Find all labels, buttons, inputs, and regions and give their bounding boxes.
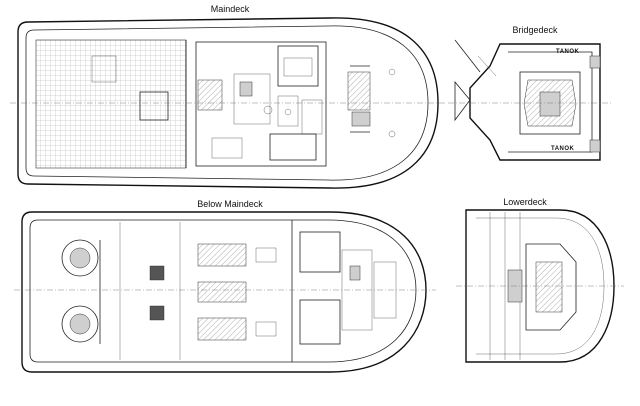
maindeck-winch-aft — [197, 79, 223, 111]
bridgedeck-outline — [469, 43, 601, 161]
maindeck-mess — [277, 45, 319, 87]
thruster-port — [61, 239, 99, 277]
maindeck-deckhouse — [195, 41, 327, 167]
lowerdeck-plan — [456, 209, 624, 363]
bridgedeck-crane — [454, 80, 471, 122]
below-maindeck-plan — [14, 211, 436, 373]
maindeck-hull-outline — [17, 17, 439, 189]
main-engine-starboard — [197, 317, 247, 341]
maindeck-title: Maindeck — [210, 4, 250, 14]
below-maindeck-cabins — [299, 231, 341, 273]
bridgedeck-title: Bridgedeck — [512, 25, 558, 35]
maindeck-locker — [91, 55, 117, 83]
below-maindeck-hull-outline — [21, 211, 427, 373]
maindeck-hatch — [139, 91, 169, 121]
below-maindeck-title: Below Maindeck — [197, 199, 263, 209]
main-engine-port — [197, 243, 247, 267]
maindeck-aft-grating — [35, 39, 187, 169]
thruster-starboard — [61, 305, 99, 343]
bridgedeck-plan — [448, 39, 612, 161]
generator-set — [197, 281, 247, 303]
maindeck-plan — [10, 17, 445, 189]
maindeck-anchor-winch — [347, 71, 371, 111]
maindeck-bulwark — [25, 25, 429, 181]
bridgedeck-tank-label-bottom: TANOK — [551, 146, 575, 152]
lowerdeck-store — [525, 243, 577, 331]
maindeck-galley — [233, 73, 271, 125]
lowerdeck-title: Lowerdeck — [503, 197, 547, 207]
